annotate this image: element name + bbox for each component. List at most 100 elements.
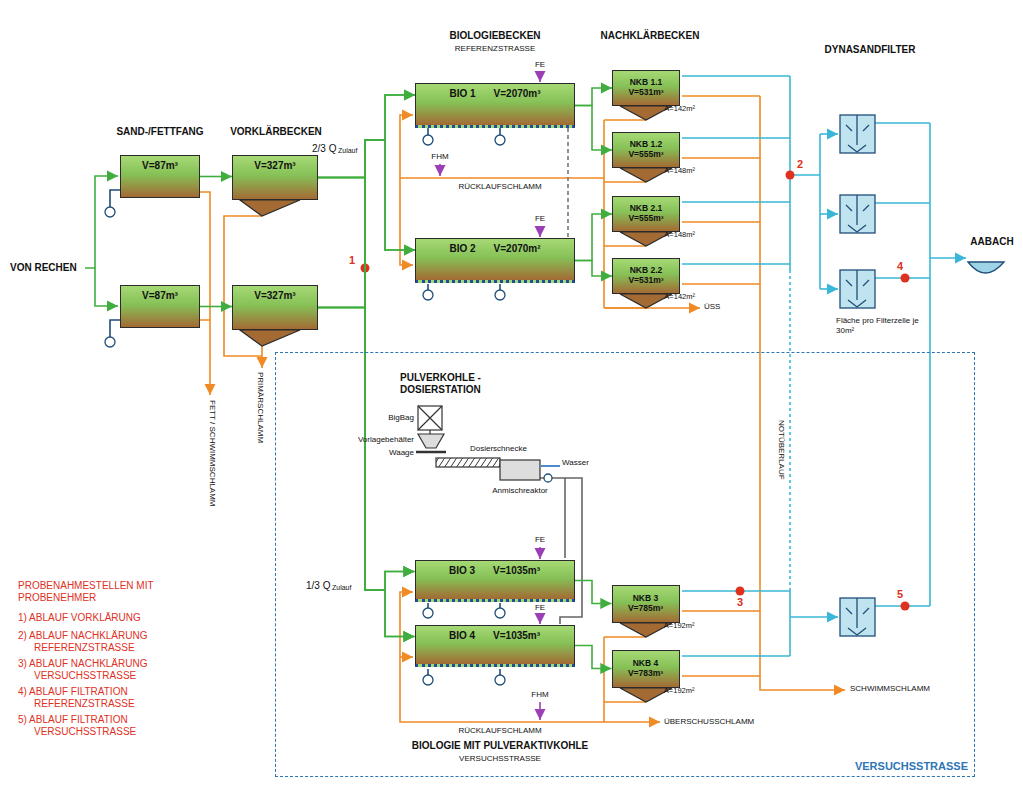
flow-pipe [575, 646, 612, 669]
tank-value: V=1035m³ [493, 565, 540, 577]
plant-label: SAND-/FETTFANG [116, 126, 203, 138]
tank-hopper [240, 330, 300, 346]
sampling-note: 3) ABLAUF NACHKLÄRUNG VERSUCHSSTRASSE [18, 658, 214, 682]
dosing-arrow [439, 164, 441, 176]
plant-label: REFERENZSTRASSE [455, 44, 535, 54]
tank-value: V=783m³ [628, 669, 663, 679]
callout-number: 1 [349, 254, 355, 267]
plant-label: BIOLOGIE MIT PULVERAKTIVKOHLE [412, 740, 588, 752]
plant-label: FHM [531, 690, 548, 700]
river [968, 262, 1004, 273]
callout-number: 5 [897, 588, 903, 601]
effluent-pipe [820, 288, 838, 290]
tank-box: BIO 4V=1035m³ [415, 625, 575, 667]
tank-value: A=148m² [664, 231, 695, 240]
effluent-pipe [820, 133, 838, 135]
callout-number: 2 [797, 158, 803, 171]
tank-box: NKB 2.1V=555m³A=148m² [612, 196, 680, 232]
plant-label: FE [535, 535, 545, 545]
blower [495, 675, 505, 685]
callout-number: 3 [737, 596, 743, 609]
return-sludge-pipe [400, 178, 413, 265]
tank-value: V=555m³ [628, 150, 663, 160]
tank-value: V=327m³ [254, 160, 295, 172]
plant-label: SCHWIMMSCHLAMM [850, 684, 930, 694]
carbon-feed-line [540, 478, 582, 624]
tank-box: V=87m³ [120, 155, 200, 198]
tank-name: BIO 4 [449, 630, 475, 642]
tank-name: NKB 2.2 [630, 266, 663, 276]
storage-hopper [418, 434, 444, 448]
plant-label: VORKLÄRBECKEN [230, 126, 322, 138]
tank-value: V=555m³ [628, 214, 663, 224]
blower [423, 608, 433, 618]
plant-label: 1/3 Q [306, 580, 330, 592]
plant-label: PRIMÄRSCHLAMM [255, 372, 265, 443]
plant-label: BigBag [388, 413, 414, 423]
sampling-point [901, 274, 910, 283]
sampling-note: 2) ABLAUF NACHKLÄRUNG REFERENZSTRASSE [18, 630, 214, 654]
plant-label: Anmischreaktor [492, 486, 548, 496]
plant-label: ÜBERSCHUSSCHLAMM [664, 717, 754, 727]
plant-label: ÜSS [704, 302, 720, 312]
plant-label: NACHKLÄRBECKEN [601, 30, 700, 42]
blower [423, 290, 433, 300]
bigbag-cross [418, 406, 442, 434]
plant-label: Zulauf [332, 584, 351, 592]
tank-value: A=148m² [664, 167, 695, 176]
tank-hopper [620, 232, 672, 246]
tank-box: V=87m³ [120, 285, 200, 328]
test-line-region: VERSUCHSSTRASSEBIO 3V=1035m³BIO 4V=1035m… [275, 352, 975, 777]
tank-value: V=87m³ [142, 290, 178, 302]
flow-pipe [200, 176, 232, 178]
blower [495, 135, 505, 145]
tank-value: V=785m³ [628, 604, 663, 614]
sampling-point [736, 587, 745, 596]
tank-name: BIO 2 [449, 243, 475, 255]
return-sludge-pipe [400, 656, 413, 658]
tank-divider [567, 128, 569, 238]
plant-label: Fläche pro Filterzelle je 30m² [836, 316, 921, 335]
sampling-note: 5) ABLAUF FILTRATION VERSUCHSSTRASSE [18, 714, 214, 738]
tank-value: V=87m³ [142, 160, 178, 172]
tank-value: V=2070m³ [494, 88, 541, 100]
flow-pipe [575, 214, 612, 261]
tank-name: NKB 1.1 [630, 78, 663, 88]
flow-pipe [575, 261, 612, 277]
filter-internals [846, 115, 869, 635]
sampling-note: PROBENAHMESTELLEN MIT PROBENEHMER [18, 580, 198, 604]
tank-value: A=192m² [664, 622, 695, 631]
sampling-note: 1) ABLAUF VORKLÄRUNG [18, 612, 214, 624]
tank-value: A=142m² [664, 293, 695, 302]
flow-pipe [318, 308, 415, 591]
effluent-pipe [682, 76, 820, 289]
tank-hopper [240, 200, 300, 216]
dosing-arrow [539, 614, 541, 624]
tank-value: V=2070m² [494, 243, 541, 255]
tank-box: NKB 1.2V=555m³A=148m² [612, 132, 680, 168]
dosing-arrow [539, 72, 541, 82]
excess-sludge-pipe [604, 307, 700, 309]
plant-label: Dosierschnecke [470, 444, 527, 454]
dosing-arrow [539, 547, 541, 559]
tank-box: BIO 3V=1035m³ [415, 560, 575, 602]
plant-label: AABACH [970, 236, 1013, 248]
return-sludge-pipe [400, 592, 604, 722]
tank-hopper [620, 294, 672, 308]
flow-pipe [318, 95, 415, 178]
effluent-pipe [682, 591, 790, 656]
tank-value: V=531m³ [628, 276, 663, 286]
water-line [541, 465, 560, 467]
inflow-pipe [95, 268, 118, 306]
flow-pipe [318, 178, 415, 591]
plant-label: DYNASANDFILTER [825, 44, 916, 56]
plant-label: PULVERKOHLE - DOSIERSTATION [400, 372, 540, 396]
flow-pipe [318, 308, 415, 637]
plant-label: FETT / SCHWIMMSCHLAMM [207, 400, 217, 507]
tank-box: BIO 2 V=2070m² [415, 238, 575, 283]
grease-sludge-pipe [200, 192, 210, 395]
tank-value: A=192m² [664, 687, 695, 696]
tank-box: BIO 1V=2070m³ [415, 83, 575, 128]
sampling-point [901, 602, 910, 611]
